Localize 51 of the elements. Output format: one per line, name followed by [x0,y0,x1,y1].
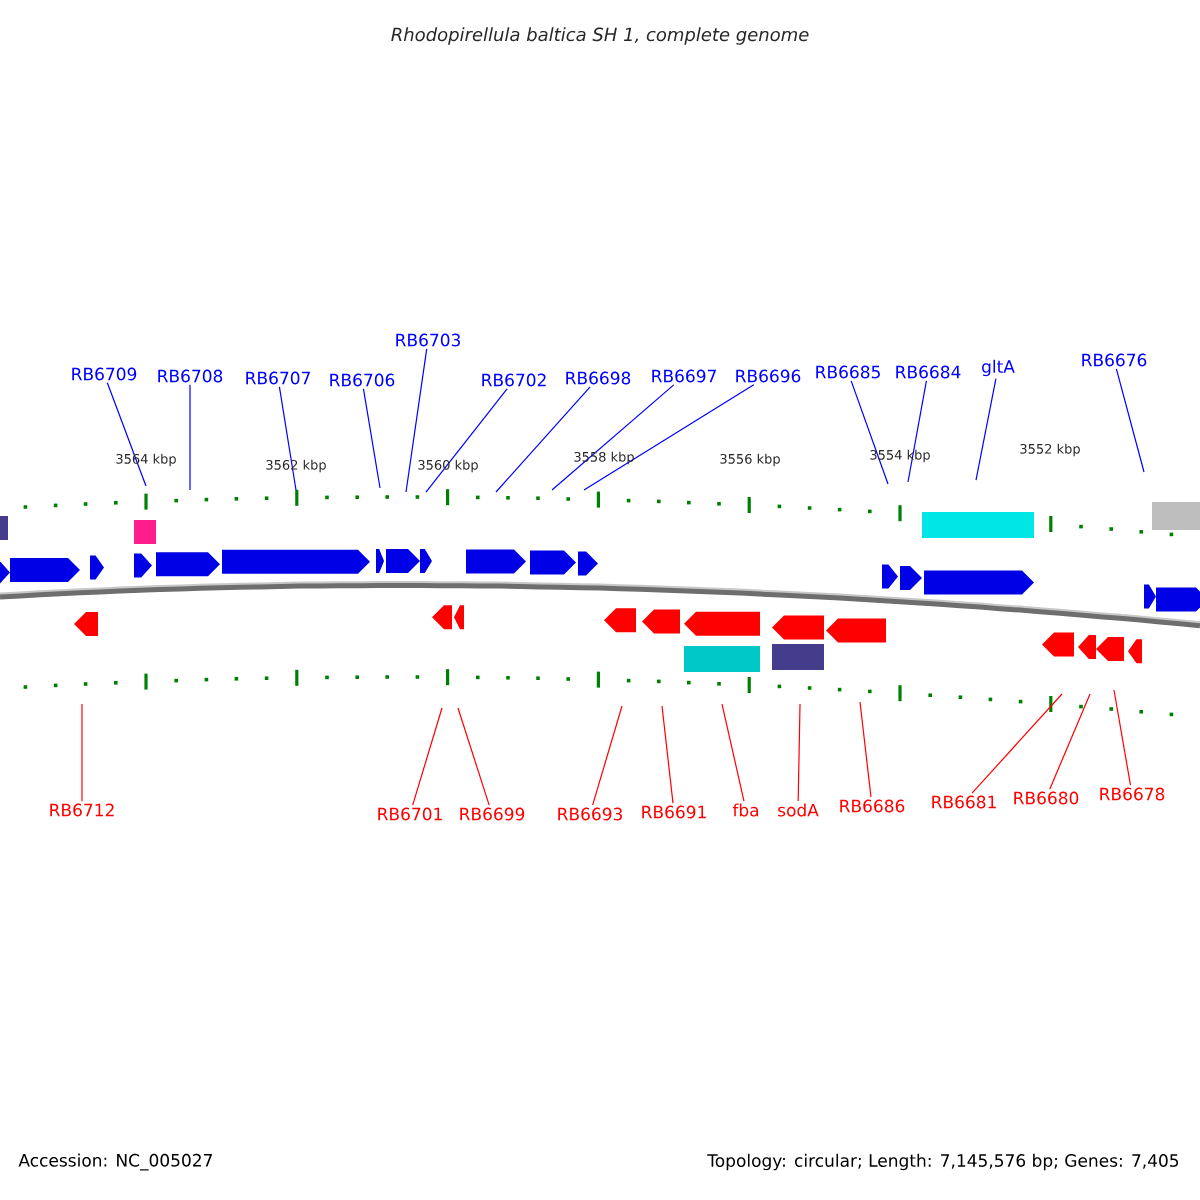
leader-line [189,384,191,491]
info-text: Topology: circular; Length: 7,145,576 bp; Genes: 7,405 [707,1153,1179,1171]
gene-label: sodA [778,803,819,817]
gene-label: RB6686 [840,799,905,813]
leader-line [106,382,147,487]
leader-line [551,384,675,491]
leader-line [425,388,508,493]
gene-label: RB6699 [460,807,525,821]
leader-line [412,707,443,806]
gene-label: RB6680 [1014,791,1079,805]
gene-label: RB6702 [482,373,546,387]
leader-line [592,705,623,806]
leader-line [457,707,490,806]
gene-label: RB6703 [396,333,460,347]
gene-label: RB6706 [330,373,395,387]
leader-line [971,693,1063,794]
gene-label: RB6691 [642,805,706,819]
info-text: Accession: NC_005027 [18,1153,212,1171]
gene-label: RB6676 [1082,353,1147,367]
gene-label: RB6697 [652,369,716,383]
leader-line [859,701,872,798]
leader-line [362,388,381,489]
leader-line [1113,689,1132,786]
gene-label: fba [732,803,759,817]
leader-line [721,703,745,802]
leader-line [278,386,297,491]
gene-label: RB6698 [566,371,631,385]
gene-label: RB6685 [816,365,880,379]
leader-line [797,703,801,802]
leader-line [1115,368,1145,473]
gene-label: RB6707 [246,371,310,385]
leader-line [850,380,889,485]
gene-label: RB6708 [158,369,223,383]
gene-label: RB6712 [50,803,114,817]
gene-label: gltA [982,359,1015,377]
gene-label: RB6681 [932,795,996,809]
leader-line [975,378,997,481]
gene-label: RB6693 [558,807,622,821]
leader-line [583,384,755,491]
leader-line [1049,693,1091,790]
leader-line [405,348,428,493]
leader-line [81,703,83,802]
gene-label: RB6709 [72,367,137,381]
gene-label: RB6701 [378,807,442,821]
gene-label: RB6678 [1100,787,1165,801]
leader-line [907,380,927,483]
leader-line [661,705,674,804]
leader-line [495,386,591,493]
gene-label: RB6684 [896,365,961,379]
gene-label: RB6696 [736,369,801,383]
title: Rhodopirellula baltica SH 1, complete genome [391,27,809,45]
